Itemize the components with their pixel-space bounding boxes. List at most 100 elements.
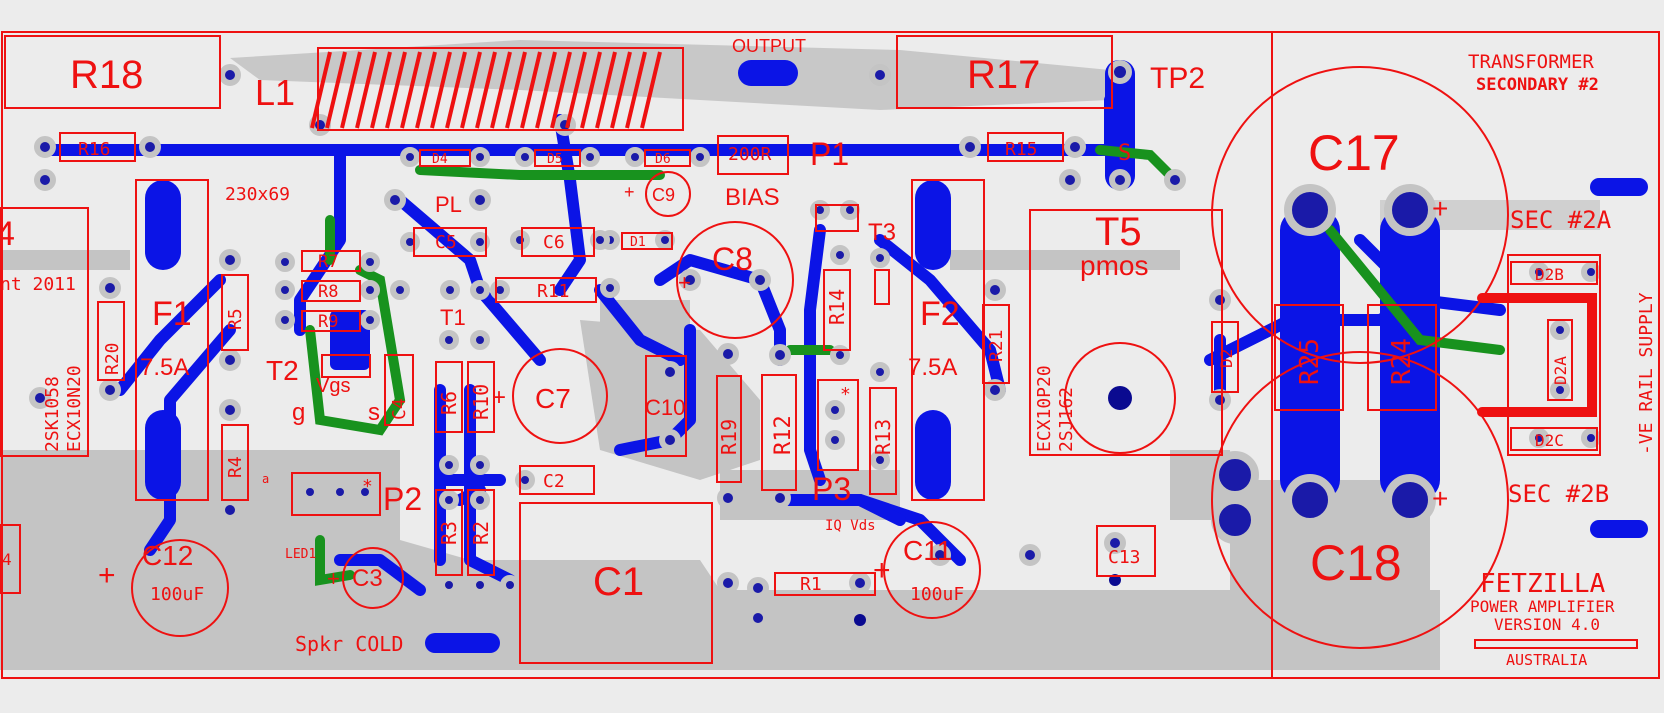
label-D1: D1 [630, 235, 646, 250]
label-R2: R2 [469, 521, 493, 545]
label-pl: PL [435, 192, 462, 217]
label-C11: C11 [903, 535, 952, 566]
label-C5: C5 [435, 232, 457, 253]
label-T2: T2 [266, 355, 299, 386]
label-edge-4-top: 4 [0, 215, 15, 253]
label-plus-c8: + [678, 270, 691, 295]
label-D2C: D2C [1535, 431, 1564, 450]
label-F2-rating: 7.5A [908, 354, 957, 381]
label-D6: D6 [655, 152, 671, 167]
coil-turn [430, 51, 452, 129]
coil-turn [340, 51, 362, 129]
coil-turn [520, 51, 542, 129]
label-output: OUTPUT [732, 36, 806, 56]
label-t5-pmos: pmos [1080, 250, 1148, 281]
label-F2: F2 [920, 295, 960, 333]
component-labels: R18 L1 R17 TP2 R16 R15 D4 D5 D6 D1 200R … [0, 36, 1657, 669]
label-left-part-1: 2SK1058 [42, 376, 63, 452]
label-transformer-1: TRANSFORMER [1468, 51, 1594, 73]
label-plus-c7: + [492, 384, 506, 411]
coil-turn [445, 51, 467, 129]
label-C3: C3 [352, 565, 383, 592]
label-R1: R1 [800, 574, 822, 595]
label-T1: T1 [440, 305, 466, 330]
label-C13: C13 [1108, 547, 1141, 568]
label-D2A: D2A [1551, 356, 1570, 385]
label-R10: R10 [469, 384, 493, 420]
label-C1: C1 [593, 560, 644, 604]
label-star-p2: * [362, 476, 373, 497]
coil-turn [400, 51, 422, 129]
label-C10: C10 [645, 395, 685, 420]
label-D4: D4 [432, 152, 448, 167]
label-C18: C18 [1310, 535, 1402, 591]
label-plus-c18: + [1432, 483, 1448, 514]
label-R6: R6 [437, 391, 461, 415]
label-edge-4-bot: 4 [2, 550, 12, 569]
l1-coil [310, 51, 662, 129]
label-R14: R14 [825, 289, 849, 325]
coil-turn [385, 51, 407, 129]
label-S: S [1118, 141, 1131, 166]
label-year: nt 2011 [0, 274, 76, 295]
label-C12: C12 [142, 540, 193, 571]
label-C6: C6 [543, 232, 565, 253]
coil-turn [475, 51, 497, 129]
label-plus-c12: + [98, 559, 116, 592]
coil-turn [595, 51, 617, 129]
label-F1-rating: 7.5A [140, 354, 189, 381]
label-R11: R11 [537, 281, 570, 302]
label-led: LED1 [285, 547, 316, 562]
label-transformer-2: SECONDARY #2 [1476, 75, 1599, 95]
coil-turn [625, 51, 647, 129]
coil-turn [370, 51, 392, 129]
label-R24: R24 [1387, 338, 1417, 385]
label-R7: R7 [318, 252, 338, 272]
label-t2-vgs: Vgs [316, 375, 350, 397]
label-R18: R18 [70, 53, 143, 97]
label-R3: R3 [437, 521, 461, 545]
coil-turn [325, 51, 347, 129]
label-t2-s: s [368, 399, 380, 426]
ground-plane [0, 40, 1600, 670]
label-plus-c17: + [1432, 193, 1448, 224]
label-C2: C2 [543, 471, 565, 492]
label-right-part-1: ECX10P20 [1034, 365, 1055, 452]
coil-turn [580, 51, 602, 129]
label-R17: R17 [967, 53, 1040, 97]
label-R16: R16 [78, 139, 111, 160]
label-C7: C7 [535, 383, 571, 414]
label-plus-c11: + [873, 554, 891, 587]
label-R4: R4 [225, 456, 246, 478]
label-P1: P1 [810, 136, 849, 172]
top-copper-traces [44, 94, 1506, 596]
label-R5: R5 [225, 308, 246, 330]
label-R13: R13 [871, 419, 895, 455]
label-C11-value: 100uF [910, 584, 964, 605]
label-rail: -VE RAIL SUPPLY [1636, 292, 1657, 455]
label-D5: D5 [547, 152, 563, 167]
label-C9: C9 [652, 185, 675, 205]
label-C4: C4 [389, 398, 410, 420]
label-spkr: Spkr COLD [295, 632, 403, 656]
label-p2-a: a [262, 472, 269, 486]
label-P3: P3 [812, 471, 851, 507]
pads [29, 60, 1601, 629]
silkscreen-outlines [0, 31, 1660, 679]
coil-turn [355, 51, 377, 129]
label-plus-c3: + [327, 566, 340, 591]
coil-turn [310, 51, 332, 129]
label-star-p3: * [840, 384, 851, 405]
label-osc: 230x69 [225, 184, 290, 205]
label-R8: R8 [318, 282, 338, 302]
label-D2B: D2B [1535, 265, 1564, 284]
label-T3: T3 [868, 219, 896, 246]
label-R19: R19 [717, 419, 741, 455]
label-bias-value: 200R [728, 144, 772, 165]
label-p3-iq: IQ Vds [825, 518, 876, 534]
label-subtitle-1: POWER AMPLIFIER [1470, 597, 1615, 616]
label-R25: R25 [1295, 338, 1325, 385]
label-subtitle-2: VERSION 4.0 [1494, 615, 1600, 634]
